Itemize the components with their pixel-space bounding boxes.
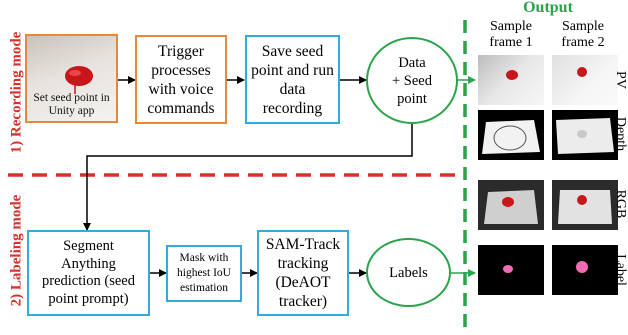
sample-frame-2-header: Sample frame 2	[561, 19, 605, 50]
sam-track-box: SAM-Track tracking (DeAOT tracker)	[257, 230, 349, 316]
arrow-data-to-segment	[83, 124, 413, 231]
labels-node: Labels	[366, 238, 451, 307]
row-label-pv: PV	[613, 71, 628, 89]
depth-frame-1	[478, 110, 544, 160]
segment-anything-box: Segment Anything prediction (seed point …	[27, 230, 150, 316]
save-seed-point-box: Save seed point and run data recording	[245, 35, 340, 124]
rgb-frame-1	[478, 180, 544, 230]
depth-frame-2	[552, 110, 618, 160]
row-label-rgb: RGB	[613, 189, 628, 219]
photo-caption: Set seed point in Unity app	[33, 92, 110, 117]
sample-frame-1-header: Sample frame 1	[489, 19, 533, 50]
output-title: Output	[523, 0, 573, 16]
pv-frame-2	[552, 55, 618, 105]
data-seed-point-node: Data + Seed point	[366, 37, 458, 124]
row-label-label: Label	[613, 254, 628, 286]
row-label-depth: Depth	[613, 116, 628, 152]
recording-mode-label: 1) Recording mode	[8, 31, 25, 154]
labeling-mode-label: 2) Labeling mode	[8, 194, 25, 307]
seed-point-photo: Set seed point in Unity app	[25, 34, 118, 123]
mask-iou-box: Mask with highest IoU estimation	[166, 245, 242, 302]
trigger-voice-commands-box: Trigger processes with voice commands	[135, 35, 227, 124]
unity-app-photo	[27, 36, 116, 121]
label-frame-2	[552, 245, 618, 295]
pv-frame-1	[478, 55, 544, 105]
label-frame-1	[478, 245, 544, 295]
red-object-image	[65, 66, 93, 94]
rgb-frame-2	[552, 180, 618, 230]
